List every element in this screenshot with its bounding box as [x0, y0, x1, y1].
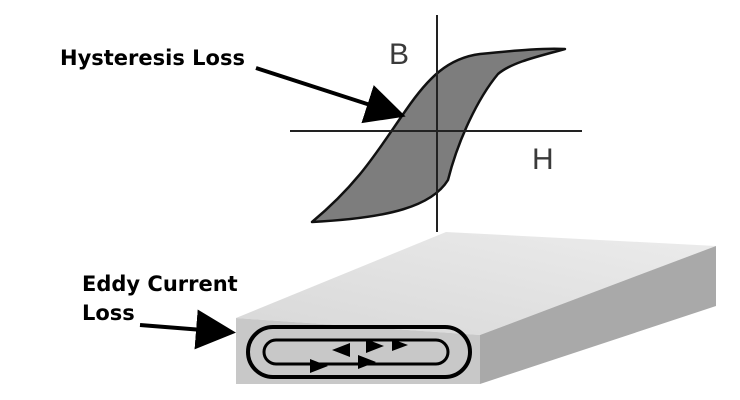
hysteresis-loop	[310, 47, 567, 224]
eddy-current-slab	[236, 232, 716, 384]
eddy-arrow	[310, 359, 328, 373]
eddy-current-arrows	[310, 339, 408, 373]
hysteresis-callout-arrow	[255, 66, 406, 124]
eddy-label-line-2: Loss	[82, 301, 135, 325]
eddy-callout-arrow	[139, 309, 236, 350]
hysteresis-diagram: B H	[290, 15, 582, 232]
eddy-current-loop-outer	[246, 325, 472, 379]
eddy-current-loss-label: Eddy Current Loss	[82, 270, 238, 328]
b-axis-label: B	[389, 38, 409, 71]
h-axis-label: H	[532, 143, 554, 176]
eddy-arrow	[358, 355, 376, 369]
slab-front-face	[236, 318, 480, 384]
eddy-arrow	[332, 343, 350, 357]
hysteresis-loss-label: Hysteresis Loss	[60, 46, 245, 70]
slab-top-face	[236, 232, 716, 335]
eddy-arrow	[366, 339, 384, 353]
slab-right-face	[480, 246, 716, 384]
eddy-arrow	[392, 339, 408, 351]
eddy-current-loop-inner	[262, 338, 450, 366]
eddy-label-line-1: Eddy Current	[82, 272, 238, 296]
